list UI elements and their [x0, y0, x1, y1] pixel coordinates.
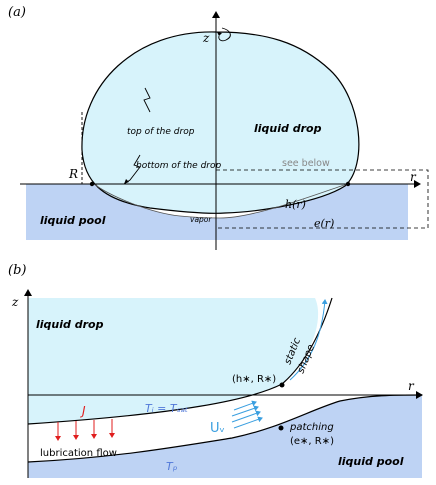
evaporation-flux-arrows: [55, 419, 115, 441]
liquid-pool-label-b: liquid pool: [338, 455, 404, 468]
panel-a-label: (a): [8, 5, 26, 20]
Ti-label: Tᵢ = Tₛₐₜ: [145, 402, 188, 415]
liquid-pool-label-a: liquid pool: [40, 214, 106, 227]
e-label: e(r): [314, 217, 334, 230]
vapor-label: vapor: [190, 215, 212, 224]
panel-b-label: (b): [8, 263, 26, 278]
see-below-label: see below: [282, 158, 330, 169]
liquid-drop-label-b: liquid drop: [36, 318, 104, 331]
r-axis-label-a: r: [410, 170, 417, 184]
patching-label: patching: [289, 422, 334, 433]
r-axis-label-b: r: [408, 379, 415, 393]
e-star-label: (e∗, R∗): [290, 436, 334, 447]
Tp-label: Tₚ: [166, 460, 178, 473]
pool-b: [28, 395, 422, 478]
radius-label: R: [68, 167, 78, 181]
panel-b: (b) z r liquid drop liquid pool static s…: [8, 263, 423, 478]
vapor-flow-arrows: [231, 400, 263, 429]
h-label: h(r): [285, 198, 306, 211]
drop-b: [28, 298, 319, 424]
drop-a: [81, 31, 360, 214]
h-star-label: (h∗, R∗): [232, 374, 276, 385]
bottom-of-drop-label: bottom of the drop: [136, 161, 221, 171]
J-label: J: [80, 404, 86, 418]
lubrication-flow-label: lubrication flow: [40, 448, 117, 459]
Uv-label: Uᵥ: [210, 421, 225, 436]
z-axis-label-a: z: [202, 31, 210, 45]
z-axis-label-b: z: [11, 295, 19, 309]
top-of-drop-label: top of the drop: [127, 127, 195, 137]
liquid-drop-label-a: liquid drop: [254, 122, 322, 135]
panel-a: (a) z r R top of the drop bottom of the …: [8, 5, 429, 250]
